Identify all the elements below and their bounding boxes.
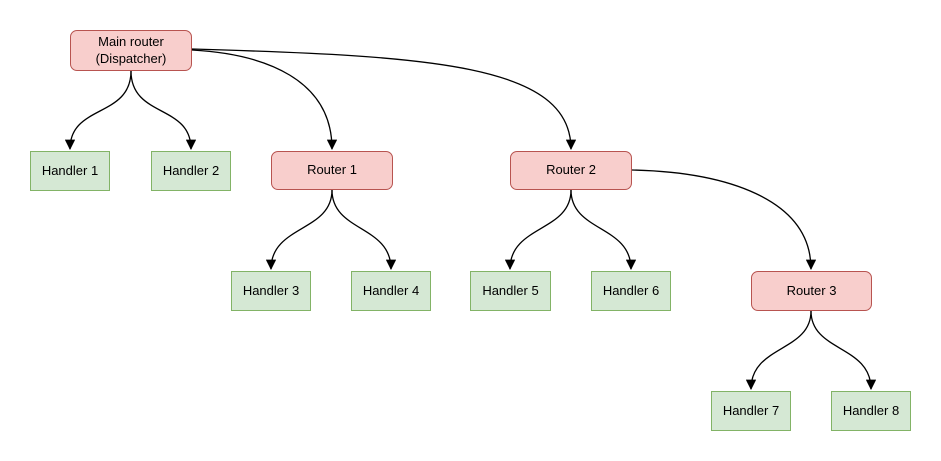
node-router-2-label: Router 2 [546, 162, 596, 178]
node-handler-8-label: Handler 8 [842, 402, 900, 418]
edge-router3-to-handler7 [745, 310, 812, 391]
node-router-1-label: Router 1 [307, 162, 357, 178]
edge-main-to-handler1 [64, 70, 132, 151]
edge-main-to-router1 [191, 49, 338, 151]
edge-router1-to-handler4 [331, 189, 397, 271]
node-handler-6: Handler 6 [591, 271, 671, 311]
node-handler-7: Handler 7 [711, 391, 791, 431]
node-router-1: Router 1 [271, 151, 393, 190]
node-handler-4-label: Handler 4 [362, 282, 420, 298]
node-handler-5-label: Handler 5 [482, 282, 539, 298]
node-handler-8: Handler 8 [831, 391, 911, 431]
node-handler-4: Handler 4 [351, 271, 431, 311]
node-main-router: Main router (Dispatcher) [70, 30, 192, 71]
node-handler-3: Handler 3 [231, 271, 311, 311]
node-router-3: Router 3 [751, 271, 872, 311]
edge-router2-to-handler6 [570, 189, 637, 271]
node-handler-1: Handler 1 [30, 151, 110, 191]
node-handler-6-label: Handler 6 [602, 282, 660, 298]
edge-main-to-router2 [191, 48, 577, 151]
edge-main-to-handler2 [130, 70, 197, 151]
node-handler-2: Handler 2 [151, 151, 231, 191]
node-handler-7-label: Handler 7 [722, 402, 780, 418]
node-handler-3-label: Handler 3 [242, 282, 300, 298]
node-handler-1-label: Handler 1 [41, 162, 99, 178]
node-handler-5: Handler 5 [470, 271, 551, 311]
node-router-2: Router 2 [510, 151, 632, 190]
edge-router3-to-handler8 [810, 310, 877, 391]
edge-router1-to-handler3 [265, 189, 333, 271]
node-router-3-label: Router 3 [786, 282, 837, 298]
node-handler-2-label: Handler 2 [162, 162, 220, 178]
node-main-router-label: Main router (Dispatcher) [95, 34, 167, 66]
edge-router2-to-router3 [631, 169, 817, 271]
edge-router2-to-handler5 [504, 189, 572, 271]
